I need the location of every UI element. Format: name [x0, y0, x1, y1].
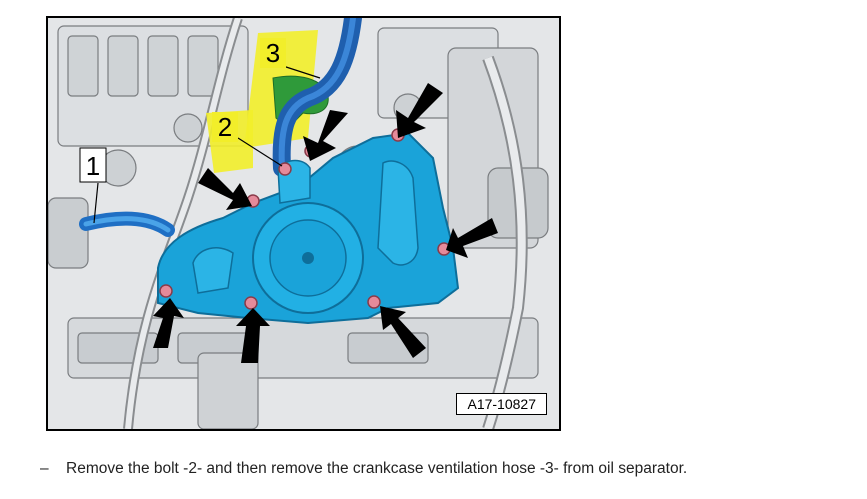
svg-text:3: 3 — [266, 38, 280, 68]
svg-text:2: 2 — [218, 112, 232, 142]
arrow-icon — [380, 306, 426, 358]
callout-3: 3 — [260, 38, 286, 68]
bolt — [244, 296, 258, 310]
arrows — [153, 83, 498, 363]
leader-lines — [93, 65, 321, 224]
arrow-icon — [446, 218, 498, 258]
arrow-icon — [236, 308, 270, 363]
callout-1: 1 — [79, 147, 107, 183]
figure-id-label: A17-10827 — [456, 393, 547, 415]
instruction-step: –Remove the bolt -2- and then remove the… — [40, 460, 687, 478]
arrow-icon — [303, 110, 348, 161]
instruction-text: Remove the bolt -2- and then remove the … — [66, 460, 688, 477]
bolt — [159, 284, 173, 298]
bolts — [159, 128, 451, 310]
engine-drawing: 1 2 3 — [48, 18, 559, 429]
arrow-icon — [198, 168, 252, 210]
arrow-icon — [153, 298, 184, 348]
step-bullet: – — [40, 460, 49, 477]
bolt — [367, 295, 381, 309]
oil-separator — [157, 131, 460, 325]
engine-illustration: 1 2 3 A17-10827 — [46, 16, 561, 431]
callout-2: 2 — [212, 112, 238, 142]
svg-text:1: 1 — [86, 151, 100, 181]
arrow-icon — [396, 83, 443, 138]
